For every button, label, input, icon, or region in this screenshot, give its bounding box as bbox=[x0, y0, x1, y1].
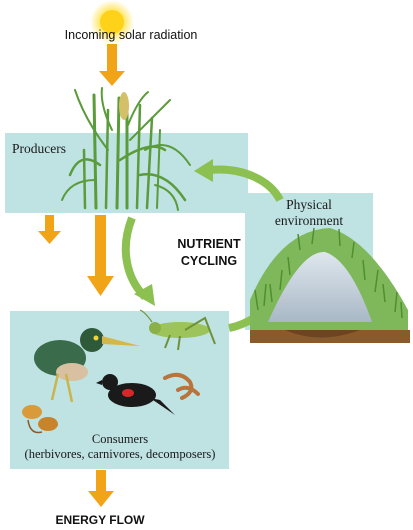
decomposer-icon bbox=[22, 405, 58, 434]
producer-plants bbox=[61, 87, 191, 211]
nutrient-arrow-environment-to-producers bbox=[194, 159, 284, 203]
nutrient-cycling-label: NUTRIENT CYCLING bbox=[177, 237, 241, 268]
grasshopper-icon bbox=[139, 309, 216, 351]
solar-radiation-label: Incoming solar radiation bbox=[64, 28, 198, 42]
nutrient-arrow-producers-to-consumers bbox=[121, 216, 155, 306]
producers-label: Producers bbox=[12, 141, 66, 156]
energy-flow-label: ENERGY FLOW bbox=[55, 513, 145, 527]
energy-arrow-out bbox=[88, 470, 114, 507]
blackbird-icon bbox=[96, 374, 175, 415]
heron-icon bbox=[34, 328, 140, 403]
pond-landscape bbox=[250, 227, 410, 343]
energy-arrow-solar-in bbox=[99, 44, 125, 86]
energy-arrow-producer-loss bbox=[38, 215, 61, 244]
energy-arrow-producers-to-consumers bbox=[87, 215, 114, 296]
worm-icon bbox=[163, 372, 200, 400]
consumers-label: Consumers (herbivores, carnivores, decom… bbox=[24, 432, 216, 461]
physical-environment-label: Physical environment bbox=[274, 197, 344, 228]
sun-icon bbox=[90, 0, 134, 44]
grain-head bbox=[119, 92, 129, 120]
